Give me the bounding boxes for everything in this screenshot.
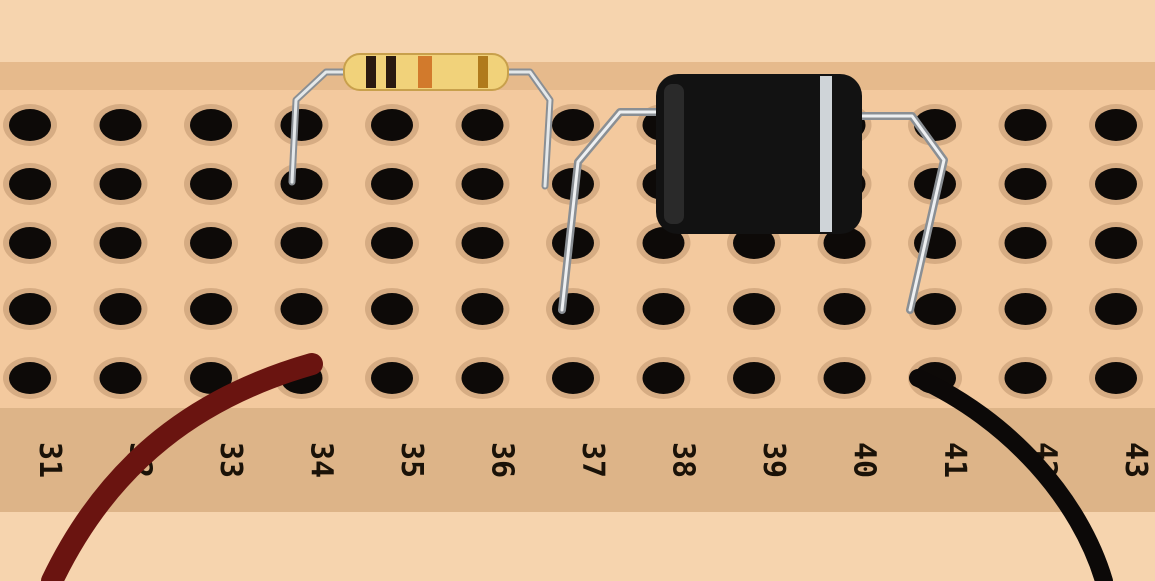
column-number-34: 34: [304, 442, 339, 478]
breadboard-hole[interactable]: [281, 227, 323, 259]
breadboard-hole[interactable]: [190, 168, 232, 200]
breadboard-hole[interactable]: [371, 293, 413, 325]
column-number-38: 38: [666, 442, 701, 478]
breadboard-hole[interactable]: [1095, 293, 1137, 325]
breadboard-hole[interactable]: [9, 109, 51, 141]
breadboard-hole[interactable]: [1005, 227, 1047, 259]
column-number-40: 40: [847, 442, 882, 478]
breadboard-hole[interactable]: [281, 109, 323, 141]
column-number-41: 41: [937, 442, 972, 478]
resistor-band-4: [478, 56, 488, 88]
breadboard-hole[interactable]: [552, 109, 594, 141]
breadboard-hole[interactable]: [552, 362, 594, 394]
breadboard-hole[interactable]: [100, 168, 142, 200]
resistor-band-3: [418, 56, 432, 88]
column-number-31: 31: [32, 442, 67, 478]
column-number-35: 35: [394, 442, 429, 478]
breadboard-hole[interactable]: [1005, 362, 1047, 394]
breadboard-hole[interactable]: [1095, 362, 1137, 394]
breadboard-hole[interactable]: [9, 227, 51, 259]
board-bottom-edge: [0, 512, 1155, 581]
breadboard-hole[interactable]: [1095, 227, 1137, 259]
breadboard-hole[interactable]: [371, 362, 413, 394]
breadboard-hole[interactable]: [733, 293, 775, 325]
breadboard-hole[interactable]: [9, 168, 51, 200]
breadboard-hole[interactable]: [824, 362, 866, 394]
breadboard-hole[interactable]: [914, 293, 956, 325]
breadboard-hole[interactable]: [1095, 168, 1137, 200]
breadboard-hole[interactable]: [462, 362, 504, 394]
breadboard-hole[interactable]: [462, 227, 504, 259]
breadboard-hole[interactable]: [1005, 109, 1047, 141]
board-top-bevel: [0, 62, 1155, 92]
column-number-36: 36: [485, 442, 520, 478]
breadboard-hole[interactable]: [643, 362, 685, 394]
breadboard-hole[interactable]: [190, 293, 232, 325]
breadboard-hole[interactable]: [281, 293, 323, 325]
breadboard-hole[interactable]: [643, 293, 685, 325]
breadboard-hole[interactable]: [462, 293, 504, 325]
breadboard-hole[interactable]: [9, 293, 51, 325]
breadboard-hole[interactable]: [1005, 168, 1047, 200]
breadboard-hole[interactable]: [1095, 109, 1137, 141]
breadboard-hole[interactable]: [100, 293, 142, 325]
column-number-39: 39: [756, 442, 791, 478]
breadboard-hole[interactable]: [100, 109, 142, 141]
breadboard-hole[interactable]: [100, 227, 142, 259]
breadboard-hole[interactable]: [281, 168, 323, 200]
breadboard-hole[interactable]: [371, 227, 413, 259]
breadboard-hole[interactable]: [9, 362, 51, 394]
breadboard-hole[interactable]: [733, 362, 775, 394]
capacitor-highlight: [664, 84, 684, 224]
column-number-33: 33: [213, 442, 248, 478]
breadboard-hole[interactable]: [371, 109, 413, 141]
breadboard-hole[interactable]: [462, 109, 504, 141]
breadboard-hole[interactable]: [1005, 293, 1047, 325]
breadboard-hole[interactable]: [371, 168, 413, 200]
column-number-37: 37: [575, 442, 610, 478]
breadboard-hole[interactable]: [190, 109, 232, 141]
breadboard-hole[interactable]: [190, 227, 232, 259]
resistor-band-2: [386, 56, 396, 88]
breadboard-hole[interactable]: [100, 362, 142, 394]
board-top-edge: [0, 0, 1155, 66]
breadboard-hole[interactable]: [462, 168, 504, 200]
resistor-band-1: [366, 56, 376, 88]
breadboard-hole[interactable]: [824, 293, 866, 325]
capacitor-stripe: [820, 76, 832, 232]
column-number-43: 43: [1118, 442, 1153, 478]
